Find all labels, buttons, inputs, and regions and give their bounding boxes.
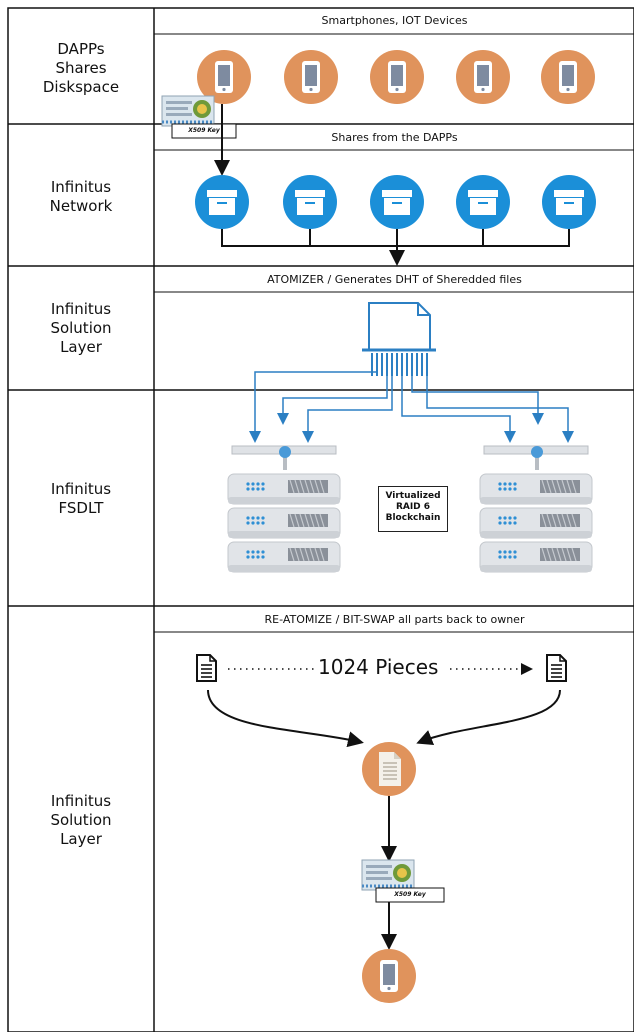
network-bus — [221, 229, 570, 266]
label-line: DAPPs — [57, 40, 105, 58]
raid-line: Blockchain — [385, 513, 441, 523]
archive-box-icon — [283, 175, 337, 229]
smartphone-icon — [362, 949, 416, 1003]
row-label-dapps: DAPPs Shares Diskspace — [8, 40, 154, 97]
label-line: Shares — [55, 59, 107, 77]
label-line: Infinitus — [50, 300, 112, 318]
raid-line: RAID 6 — [395, 502, 431, 512]
x509-key-label: X509 Key — [188, 127, 220, 134]
document-icon — [196, 654, 217, 682]
server-icon — [227, 445, 341, 573]
label-line: Network — [49, 197, 113, 215]
row-label-solution-layer: Infinitus Solution Layer — [8, 300, 154, 357]
raid-blockchain-box: Virtualized RAID 6 Blockchain — [378, 486, 448, 532]
archive-box-icon — [456, 175, 510, 229]
shard-distribution-lines — [249, 370, 574, 443]
label-line: Diskspace — [42, 78, 120, 96]
certificate-icon — [160, 94, 216, 128]
x509-key-box — [171, 123, 237, 139]
shredder-document-icon — [362, 302, 436, 376]
archive-box-icon — [542, 175, 596, 229]
merge-arrow-left — [207, 689, 364, 748]
x509-key-box — [375, 887, 445, 903]
label-line: Infinitus — [50, 178, 112, 196]
smartphone-icon — [370, 50, 424, 104]
label-line: Solution — [50, 319, 112, 337]
label-line: Layer — [60, 830, 102, 848]
label-line: Infinitus — [50, 792, 112, 810]
label-line: FSDLT — [58, 499, 104, 517]
section-header-shares: Shares from the DAPPs — [331, 131, 458, 144]
raid-line: Virtualized — [385, 491, 441, 501]
section-header-reatomize: RE-ATOMIZE / BIT-SWAP all parts back to … — [264, 613, 525, 626]
smartphone-icon — [284, 50, 338, 104]
row-label-solution-layer-2: Infinitus Solution Layer — [8, 792, 154, 849]
merged-document-icon — [362, 742, 416, 796]
label-line: Infinitus — [50, 480, 112, 498]
row-label-network: Infinitus Network — [8, 178, 154, 216]
smartphone-icon — [456, 50, 510, 104]
section-header-atomizer: ATOMIZER / Generates DHT of Sheredded fi… — [267, 273, 522, 286]
server-icon — [479, 445, 593, 573]
smartphone-icon — [541, 50, 595, 104]
section-header-devices: Smartphones, IOT Devices — [321, 14, 468, 27]
certificate-icon — [360, 858, 416, 892]
label-line: Solution — [50, 811, 112, 829]
x509-key-label: X509 Key — [394, 891, 426, 898]
archive-box-icon — [370, 175, 424, 229]
row-label-fsdlt: Infinitus FSDLT — [8, 480, 154, 518]
merge-arrow-right — [416, 689, 561, 745]
archive-box-icon — [195, 175, 249, 229]
document-icon — [546, 654, 567, 682]
table-grid — [7, 7, 634, 1032]
label-line: Layer — [60, 338, 102, 356]
pieces-label: 1024 Pieces — [318, 655, 439, 679]
